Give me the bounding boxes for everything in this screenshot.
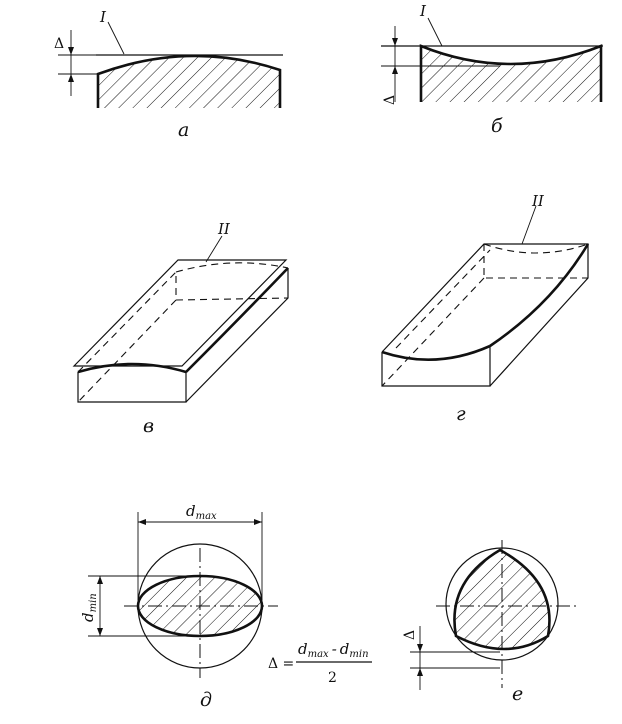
leader-I [427,17,443,47]
fig-a-convex-profile: Δ I а [54,8,283,141]
formula-denominator: 2 [328,670,337,686]
leader-II [205,235,223,263]
adjacent-plane [72,259,288,367]
ovality-formula: Δ = dmax-dmin 2 [268,640,372,686]
fig-b-concave-profile: Δ I б [381,2,603,137]
caption-b: б [491,115,503,137]
label-I: I [99,8,107,26]
dmax-label: dmax [186,502,217,522]
fig-e-faceting: Δ е [402,540,580,705]
formula-lhs: Δ = [268,656,294,672]
fig-d-ovality: dmax dmin д [79,502,278,711]
label-I: I [419,2,427,20]
delta-symbol: Δ [54,36,64,52]
formula-numerator: dmax-dmin [298,640,369,660]
label-II: II [531,192,545,210]
fig-g-concave-plate: II г [381,192,590,425]
label-II: II [217,220,231,238]
caption-e: е [512,683,523,705]
leader-II [521,205,537,245]
caption-g: г [456,403,466,425]
dmin-label: dmin [79,593,99,622]
leader-I [107,21,125,55]
delta-symbol: Δ [402,630,418,640]
fig-v-convex-plate: II в [72,220,289,437]
lobed-profile [453,548,551,651]
caption-d: д [200,689,212,711]
caption-a: а [178,119,189,141]
caption-v: в [143,415,154,437]
delta-symbol: Δ [382,95,398,105]
